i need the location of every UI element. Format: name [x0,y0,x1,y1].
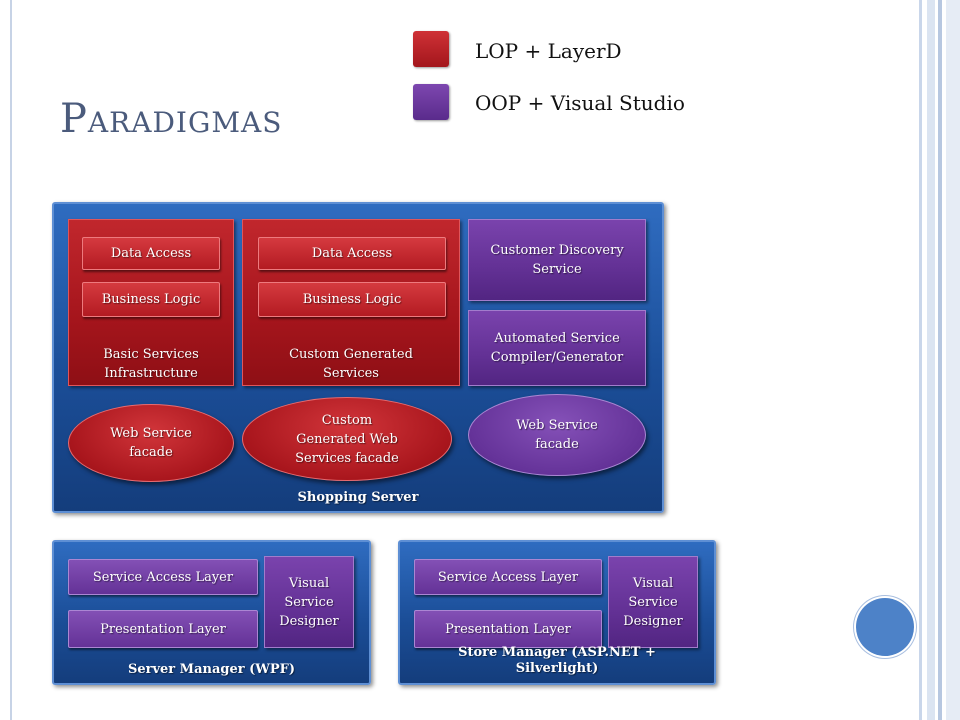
customer-discovery-label-1: Customer Discovery [490,243,624,258]
store-manager-label-2: Silverlight) [515,661,599,676]
business-logic-bar: Business Logic [82,282,220,317]
facade-left-label-1: Web Service [110,426,192,441]
service-compiler-label-2: Compiler/Generator [490,350,624,365]
designer-label-2: Service [628,594,678,610]
service-compiler-label-1: Automated Service [494,331,620,346]
facade-right-label-1: Web Service [516,418,598,433]
designer-label-3: Designer [623,613,683,629]
legend-label-lop: LOP + LayerD [475,39,622,63]
web-service-facade-left: Web Service facade [68,404,234,482]
web-service-facade-right: Web Service facade [468,394,646,476]
facade-right-label-2: facade [535,437,579,452]
service-access-layer-bar: Service Access Layer [414,559,602,595]
slide-frame-right [946,0,960,720]
basic-services-box: Data Access Business Logic Basic Service… [68,219,234,386]
facade-left-label-2: facade [129,445,173,460]
designer-label-3: Designer [279,613,339,629]
legend-label-oop: OOP + Visual Studio [475,91,685,115]
data-access-bar: Data Access [82,237,220,270]
slide-title: Paradigmas [60,96,283,142]
legend-swatch-oop [413,84,449,120]
store-manager-panel: Service Access Layer Presentation Layer … [398,540,716,685]
service-compiler-box: Automated Service Compiler/Generator [468,310,646,386]
facade-center-label-1: Custom [321,412,373,428]
business-logic-bar: Business Logic [258,282,446,317]
server-manager-panel: Service Access Layer Presentation Layer … [52,540,371,685]
server-manager-label: Server Manager (WPF) [127,662,296,677]
slide-frame-right [938,0,942,720]
visual-service-designer-box: Visual Service Designer [608,556,698,648]
custom-services-box: Data Access Business Logic Custom Genera… [242,219,460,386]
shopping-server-label: Shopping Server [297,490,419,505]
visual-service-designer-box: Visual Service Designer [264,556,354,648]
designer-label-1: Visual [632,575,674,591]
designer-label-1: Visual [288,575,330,591]
decorative-circle [856,598,914,656]
slide-frame-right [927,0,935,720]
basic-services-label-1: Basic Services [103,347,199,362]
shopping-server-panel: Data Access Business Logic Basic Service… [52,202,664,513]
slide-frame-left [10,0,12,720]
presentation-layer-bar: Presentation Layer [414,610,602,648]
customer-discovery-service-box: Customer Discovery Service [468,219,646,301]
slide-frame-right [919,0,922,720]
custom-services-label-1: Custom Generated [289,347,413,362]
basic-services-label-2: Infrastructure [104,366,198,381]
legend-swatch-lop [413,31,449,67]
customer-discovery-label-2: Service [532,262,582,277]
facade-center-label-3: Services facade [295,450,399,466]
facade-center-label-2: Generated Web [296,431,398,447]
data-access-bar: Data Access [258,237,446,270]
store-manager-label-1: Store Manager (ASP.NET + [458,645,656,660]
presentation-layer-bar: Presentation Layer [68,610,258,648]
custom-web-services-facade: Custom Generated Web Services facade [242,397,452,481]
designer-label-2: Service [284,594,334,610]
custom-services-label-2: Services [323,366,379,381]
service-access-layer-bar: Service Access Layer [68,559,258,595]
